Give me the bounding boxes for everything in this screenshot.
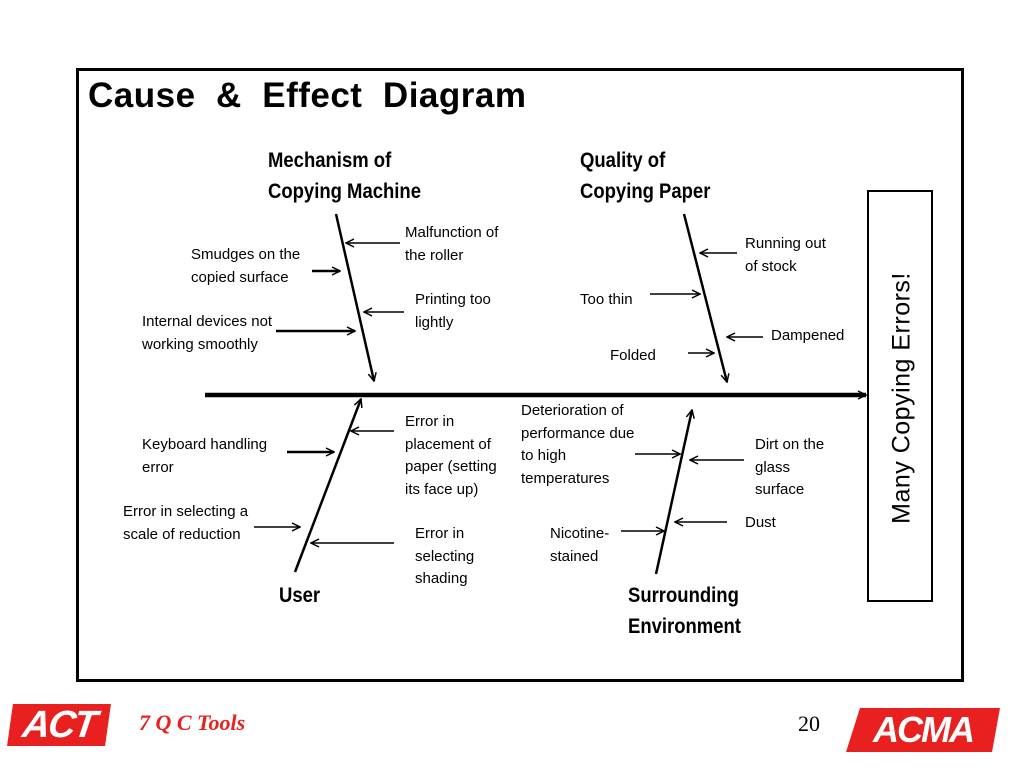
- cause-dampened: Dampened: [771, 327, 845, 344]
- category-paper: Quality of Copying Paper: [580, 149, 711, 203]
- footer-title: 7 Q C Tools: [139, 710, 246, 735]
- cause-nicotine: Nicotine-stained: [550, 525, 610, 565]
- cause-too-thin: Too thin: [580, 291, 633, 308]
- slide-title: Cause & Effect Diagram: [88, 76, 527, 115]
- category-environment: Surrounding Environment: [628, 584, 741, 638]
- cause-dust: Dust: [745, 514, 776, 531]
- acma-logo: ACMA: [846, 708, 1000, 752]
- effect-box: Many Copying Errors!: [867, 190, 933, 602]
- diagram-frame: [76, 68, 964, 682]
- effect-label: Many Copying Errors!: [887, 272, 916, 524]
- category-mechanism: Mechanism of Copying Machine: [268, 149, 421, 203]
- bone-environment: [654, 410, 692, 575]
- page-number: 20: [798, 711, 820, 736]
- cause-folded: Folded: [610, 347, 656, 364]
- bone-mechanism: [334, 213, 374, 381]
- bone-paper: [682, 213, 727, 382]
- act-logo: ACT: [7, 704, 111, 746]
- category-user: User: [279, 584, 321, 607]
- bone-user: [293, 399, 361, 573]
